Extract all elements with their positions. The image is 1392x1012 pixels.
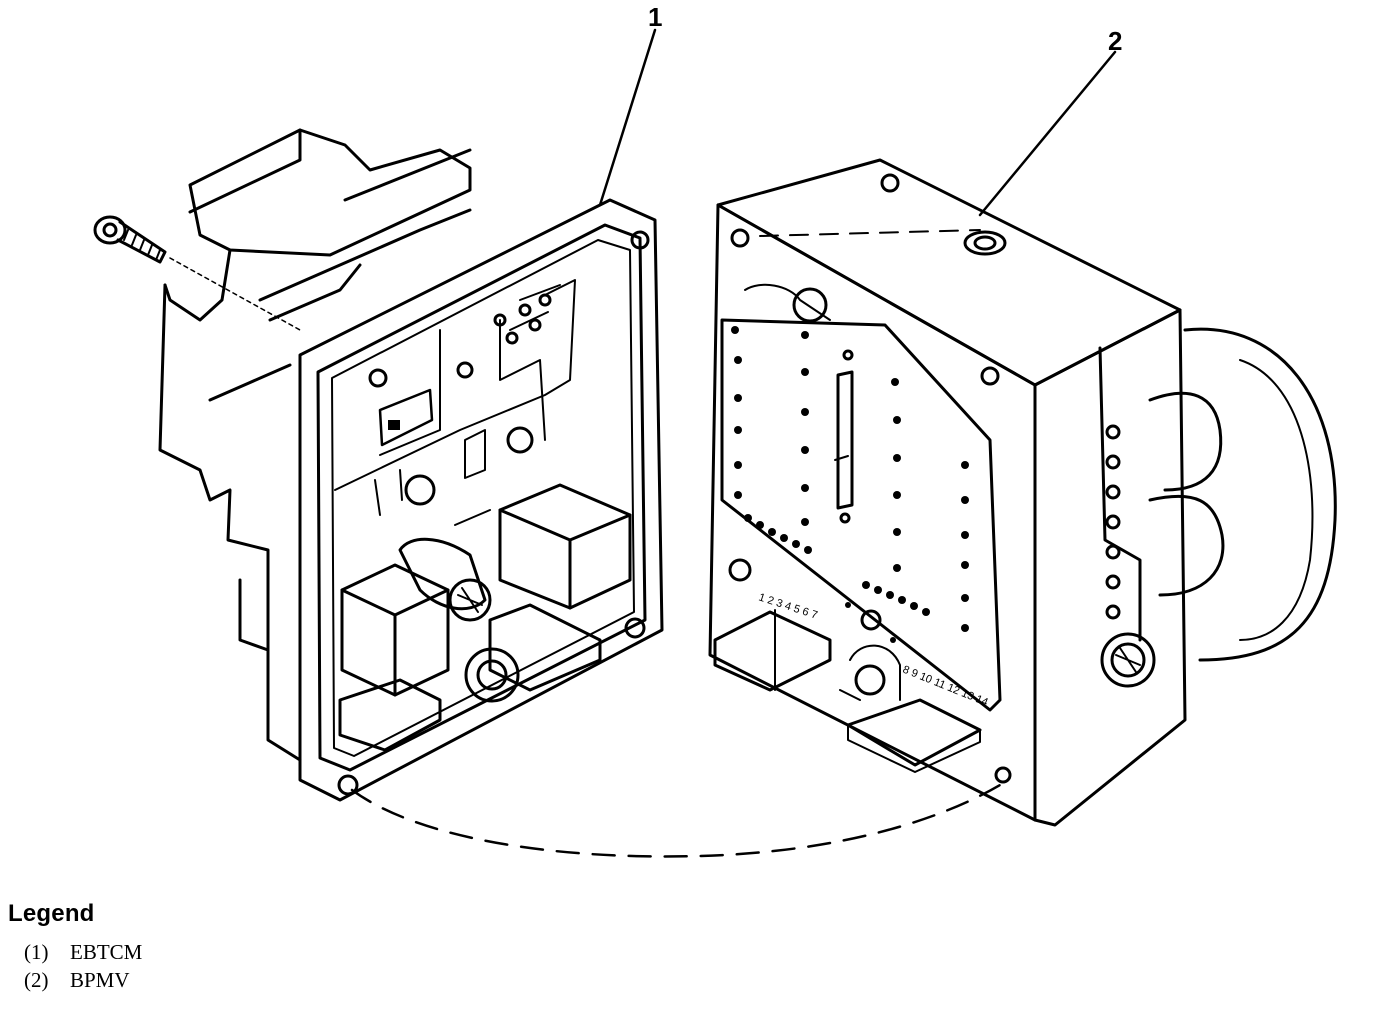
separation-dashed-arc xyxy=(350,783,1002,858)
pin-labels-left: 1 2 3 4 5 6 7 xyxy=(757,591,819,621)
separation-dashed-line-top xyxy=(759,229,981,237)
legend-item-2: (2) BPMV xyxy=(8,966,408,994)
legend-item-2-label: BPMV xyxy=(70,968,130,992)
ebtcm-module xyxy=(158,128,664,802)
mounting-screw xyxy=(93,215,301,331)
legend-item-2-number: (2) xyxy=(24,968,49,992)
legend-item-1: (1) EBTCM xyxy=(8,938,408,966)
legend: Legend (1) EBTCM (2) BPMV xyxy=(8,900,408,994)
callout-2-leader xyxy=(978,50,1117,217)
bpmv-module xyxy=(708,158,1337,827)
legend-item-1-number: (1) xyxy=(24,940,49,964)
callout-1: 1 xyxy=(648,2,662,32)
legend-title: Legend xyxy=(8,900,95,927)
callout-2: 2 xyxy=(1108,26,1122,56)
callout-1-leader xyxy=(598,28,657,207)
legend-item-1-label: EBTCM xyxy=(70,940,143,964)
